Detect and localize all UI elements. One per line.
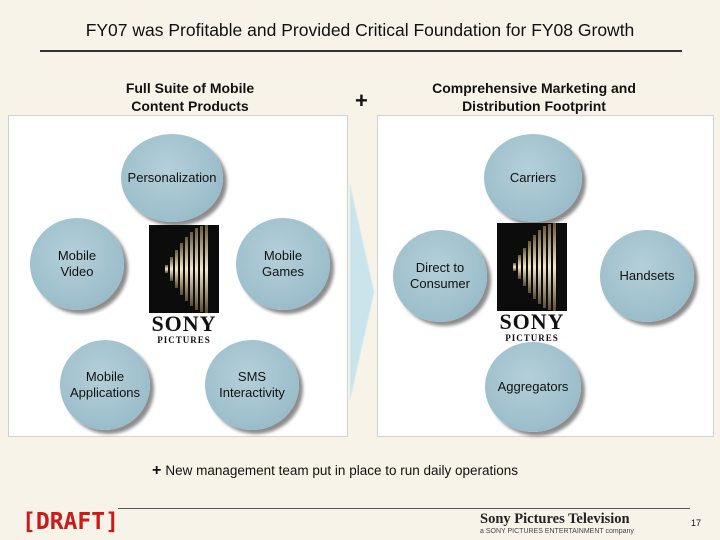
management-note: +New management team put in place to run… [152,462,518,480]
circle-sms-interactivity: SMS Interactivity [205,340,299,430]
circle-label: Mobile Games [262,248,304,279]
sony-pictures-emblem [497,223,567,311]
circle-mobile-applications: Mobile Applications [60,340,150,430]
slide-title: FY07 was Profitable and Provided Critica… [85,20,635,40]
circle-mobile-games: Mobile Games [236,218,330,310]
footer-brand-sub: a SONY PICTURES ENTERTAINMENT company [480,528,634,535]
circle-label: Aggregators [497,379,569,394]
circle-aggregators: Aggregators [485,342,581,432]
pictures-wordmark: PICTURES [157,335,211,345]
left-heading: Full Suite of Mobile Content Products [125,80,255,114]
draft-label: [DRAFT] [22,509,119,535]
circle-label: SMS Interactivity [219,369,285,400]
pictures-wordmark: PICTURES [505,333,559,343]
plus-icon: + [152,462,162,479]
circle-label: Mobile Video [57,248,97,279]
circle-personalization: Personalization [121,134,223,222]
circle-carriers: Carriers [484,134,582,222]
sony-wordmark: SONY [151,311,217,336]
sony-pictures-emblem [149,225,219,313]
plus-icon: + [355,88,368,113]
circle-label: Mobile Applications [69,369,141,400]
footer-brand: Sony Pictures Television [480,511,630,527]
circle-label: Handsets [619,268,675,283]
circle-mobile-video: Mobile Video [30,218,124,310]
circle-label: Personalization [127,170,217,185]
circle-label: Direct to Consumer [410,260,470,291]
right-heading: Comprehensive Marketing and Distribution… [432,80,636,114]
sony-wordmark: SONY [499,309,565,334]
title-divider [40,50,682,52]
note-text: New management team put in place to run … [165,463,519,478]
right-arrow-icon [349,185,375,400]
sony-pictures-logo: SONY PICTURES [149,225,219,345]
circle-direct-to-consumer: Direct to Consumer [393,230,487,322]
sony-pictures-logo: SONY PICTURES [497,223,567,343]
page-number: 17 [691,518,702,528]
circle-label: Carriers [509,170,557,185]
circle-handsets: Handsets [600,230,694,322]
footer-divider [118,508,690,509]
